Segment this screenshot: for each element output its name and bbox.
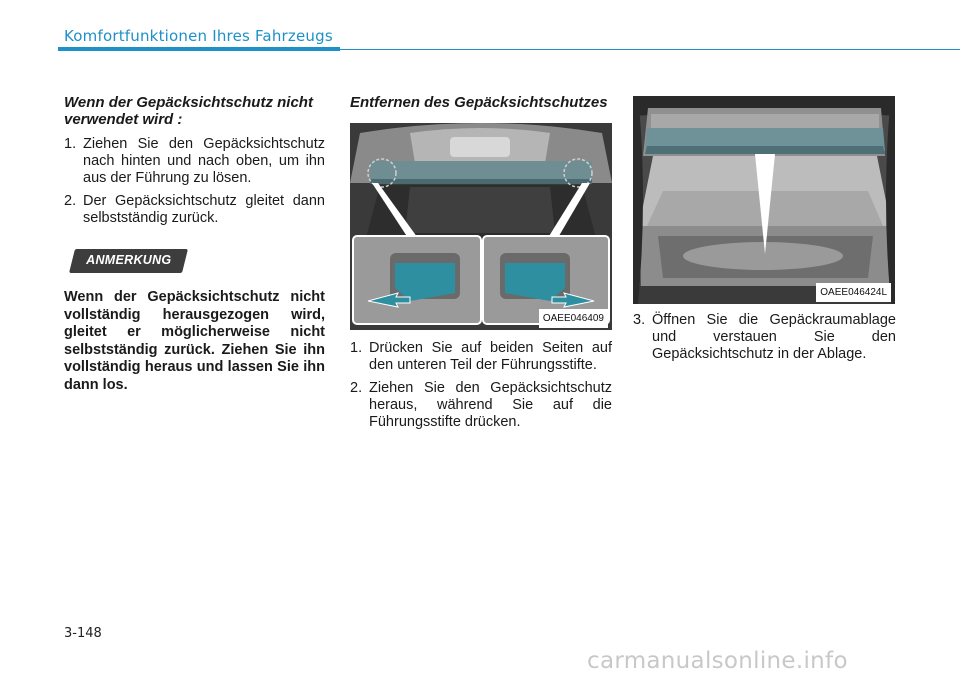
step-item: 2. Der Gepäcksichtschutz gleitet dann se…	[64, 193, 325, 227]
heading-not-in-use: Wenn der Gepäcksichtschutz nicht verwend…	[64, 94, 313, 128]
header-rule	[340, 49, 960, 50]
step-text: Ziehen Sie den Gepäcksichtschutz heraus,…	[369, 380, 612, 430]
luggage-board-photo: OAEE046424L	[633, 96, 895, 304]
column-right: OAEE046424L 3. Öffnen Sie die Gepäckraum…	[633, 96, 896, 369]
section-title: Komfortfunktionen Ihres Fahrzeugs	[64, 27, 333, 45]
image-code: OAEE046424L	[816, 283, 891, 302]
cargo-area-illustration	[350, 123, 612, 330]
step-item: 3. Öffnen Sie die Gepäckraumablage und v…	[633, 312, 896, 363]
header-rule-accent	[58, 47, 340, 51]
column-middle: Entfernen des Gepäcksichtschutzes OAEE04…	[350, 94, 612, 437]
step-text: Ziehen Sie den Gepäcksichtschutz nach hi…	[83, 136, 325, 186]
step-text: Öffnen Sie die Gepäckraumablage und vers…	[652, 312, 896, 362]
column-left: Wenn der Gepäcksichtschutz nicht verwend…	[64, 94, 325, 394]
step-number: 3.	[633, 312, 646, 328]
step-text: Drücken Sie auf beiden Seiten auf den un…	[369, 340, 612, 373]
page-number: 3-148	[64, 626, 102, 641]
image-code: OAEE046409	[538, 309, 608, 328]
step-number: 1.	[64, 136, 77, 152]
step-item: 1. Ziehen Sie den Gepäcksichtschutz nach…	[64, 136, 325, 187]
cover-removal-photo: OAEE046409	[350, 123, 612, 330]
step-number: 2.	[64, 193, 77, 209]
note-text: Wenn der Gepäcksichtschutz nicht vollstä…	[64, 289, 325, 393]
step-text: Der Gepäcksichtschutz gleitet dann selbs…	[83, 193, 325, 226]
step-number: 2.	[350, 380, 363, 396]
step-item: 2. Ziehen Sie den Gepäcksichtschutz hera…	[350, 380, 612, 431]
luggage-board-illustration	[633, 96, 895, 304]
step-item: 1. Drücken Sie auf beiden Seiten auf den…	[350, 340, 612, 374]
note-label: ANMERKUNG	[86, 253, 172, 267]
step-number: 1.	[350, 340, 363, 356]
watermark: carmanualsonline.info	[587, 648, 848, 674]
heading-removal: Entfernen des Gepäcksichtschutzes	[350, 94, 608, 111]
note-badge: ANMERKUNG	[69, 249, 189, 273]
